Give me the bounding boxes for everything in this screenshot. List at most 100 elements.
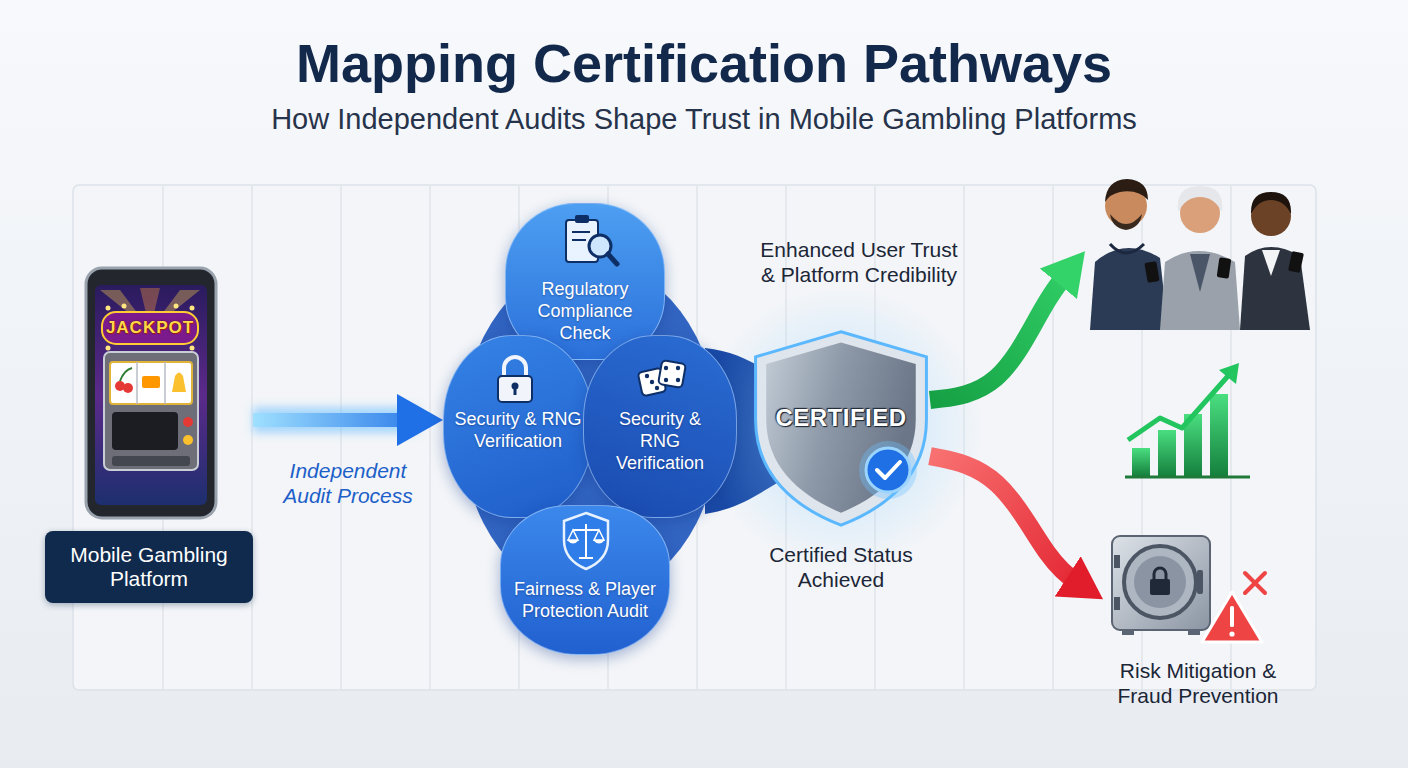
trust-outcome: Enhanced User Trust & Platform Credibili… — [1085, 155, 1315, 330]
phone-illustration — [110, 362, 192, 404]
audit-step-blob: Regulatory Compliance Check — [505, 203, 665, 360]
people-illustration — [1090, 179, 1310, 330]
vault-illustration — [1122, 630, 1134, 635]
justice-shield-icon — [568, 530, 578, 540]
grid-line — [251, 186, 253, 689]
people-illustration — [1105, 185, 1147, 227]
phone-illustration — [142, 376, 160, 388]
phone-illustration — [95, 285, 207, 505]
vault-illustration — [1114, 597, 1120, 610]
justice-shield-icon — [567, 540, 579, 544]
dice-icon — [664, 378, 668, 382]
people-illustration — [1110, 214, 1142, 230]
phone-illustration — [112, 412, 178, 450]
dice-icon — [658, 360, 686, 388]
growth-chart — [1210, 394, 1228, 476]
node-text: Fairness & Player Protection Audit — [509, 578, 661, 622]
padlock-icon — [498, 376, 532, 402]
justice-shield-icon — [579, 557, 593, 559]
certified-badge — [859, 441, 917, 499]
justice-shield-icon — [564, 513, 608, 569]
people-illustration — [1160, 251, 1240, 330]
warning-symbol — [1230, 606, 1234, 627]
justice-shield-icon — [573, 529, 599, 531]
subtitle: How Independent Audits Shape Trust in Mo… — [74, 102, 1334, 136]
warning-symbol — [1229, 631, 1234, 636]
phone-illustration — [136, 362, 138, 404]
certified-badge — [866, 448, 910, 492]
diagram-title: Mapping Certification Pathways — [0, 32, 1408, 94]
dice-icon — [664, 366, 668, 370]
node-text: Security & RNG Verification — [605, 408, 715, 474]
dice-icon — [638, 360, 686, 396]
compliance-icon — [608, 254, 617, 264]
people-illustration — [1190, 254, 1210, 292]
justice-shield-icon — [594, 530, 604, 540]
warning-symbol — [1202, 592, 1262, 642]
phone-illustration — [86, 268, 216, 518]
vault-illustration — [1112, 536, 1210, 635]
vault-illustration — [1114, 555, 1120, 568]
people-illustration — [1144, 261, 1159, 283]
vault-illustration — [1188, 630, 1200, 635]
vault-illustration — [1134, 556, 1186, 608]
phone-illustration — [112, 456, 190, 466]
growth-chart — [1158, 430, 1176, 476]
dice-icon — [676, 366, 680, 370]
node-text: Security & RNG Verification — [449, 408, 587, 452]
node-text: Mobile Gambling Platform — [45, 531, 253, 603]
edge-label: Independent Audit Process — [268, 458, 428, 508]
padlock-icon — [512, 383, 519, 390]
dice-icon — [655, 386, 659, 390]
padlock-icon — [504, 357, 526, 378]
growth-chart — [1125, 476, 1250, 479]
people-illustration — [1262, 250, 1280, 276]
audit-step-blob: Fairness & Player Protection Audit — [500, 505, 670, 655]
vault-illustration — [1150, 579, 1170, 595]
certified-badge — [859, 441, 917, 499]
phone-illustration — [183, 435, 193, 445]
people-illustration — [1105, 179, 1148, 202]
risk-outcome: Risk Mitigation & Fraud Prevention — [1103, 530, 1293, 712]
growth-chart — [1125, 363, 1250, 477]
grid-line — [163, 186, 1231, 689]
grid-line — [429, 186, 431, 689]
growth-chart — [1219, 363, 1239, 384]
dice-icon — [676, 378, 680, 382]
grid-line — [1052, 186, 1054, 689]
flow-arrow — [930, 456, 1084, 587]
people-illustration — [1251, 192, 1291, 214]
phone-illustration — [120, 368, 132, 381]
warning-symbol — [1245, 573, 1265, 593]
phone-illustration — [106, 306, 111, 311]
audit-step-blob: Security & RNG Verification — [583, 335, 737, 518]
phone-illustration — [123, 383, 133, 393]
phone-illustration — [183, 417, 193, 427]
people-illustration — [1288, 251, 1304, 273]
compliance-icon — [589, 235, 611, 257]
phone-illustration — [86, 268, 216, 518]
padlock-icon — [514, 387, 517, 395]
vault-illustration — [1112, 536, 1210, 630]
phone-illustration — [115, 381, 125, 391]
people-illustration — [1251, 196, 1291, 236]
grid-line — [162, 186, 164, 689]
people-illustration — [1180, 193, 1220, 233]
node-text: Enhanced User Trust & Platform Credibili… — [755, 237, 963, 287]
growth-chart — [1132, 448, 1150, 476]
phone-illustration — [190, 346, 195, 351]
vault-illustration — [1197, 570, 1203, 594]
flow-arrow — [930, 269, 1070, 400]
justice-shield-icon — [564, 513, 608, 569]
phone-illustration — [104, 352, 198, 470]
certified-shield: CERTIFIEDCertified Status Achieved — [752, 330, 930, 527]
grid-line — [340, 186, 342, 689]
dice-icon — [638, 368, 666, 396]
dice-icon — [645, 374, 649, 378]
compliance-icon — [572, 231, 590, 233]
node-text: Risk Mitigation & Fraud Prevention — [1108, 658, 1288, 708]
certified-badge — [877, 462, 900, 478]
people-illustration — [1217, 257, 1232, 278]
flow-arrow — [253, 413, 418, 427]
dice-icon — [650, 380, 654, 384]
